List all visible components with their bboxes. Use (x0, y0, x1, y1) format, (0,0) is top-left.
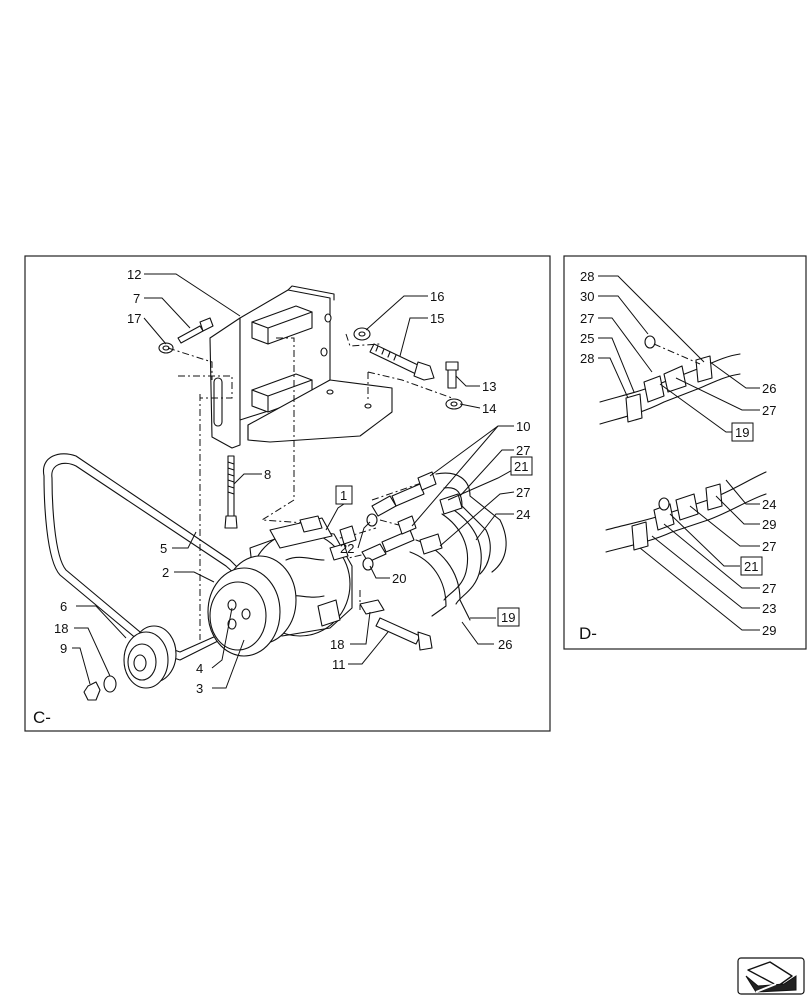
hoses-c (409, 472, 507, 621)
washer-16 (353, 327, 371, 341)
callout-20: 20 (392, 571, 406, 586)
reference-box-19-d[interactable]: 19 (731, 422, 754, 442)
callout-d-25: 25 (580, 331, 594, 346)
bolt-8 (224, 455, 238, 529)
svg-text:1: 1 (340, 488, 347, 503)
next-page-arrow-icon[interactable] (737, 957, 805, 995)
svg-text:19: 19 (735, 425, 749, 440)
clutch-pulley-2 (207, 555, 297, 657)
callout-16: 16 (430, 289, 444, 304)
svg-text:21: 21 (514, 459, 528, 474)
hose-assembly-lower (605, 471, 767, 553)
callouts-c: 12 7 17 16 15 13 14 10 27 27 24 8 5 2 22… (54, 267, 530, 696)
callout-d-27-lower-a: 27 (762, 539, 776, 554)
nut-9 (83, 681, 101, 701)
svg-text:19: 19 (501, 610, 515, 625)
leader-lines-c (72, 273, 517, 689)
callout-d-23: 23 (762, 601, 776, 616)
callout-3: 3 (196, 681, 203, 696)
callout-d-27-lower-b: 27 (762, 581, 776, 596)
panel-c-frame (24, 255, 551, 732)
callout-d-29-top: 29 (762, 517, 776, 532)
washer-18-left (103, 675, 117, 693)
callout-5: 5 (160, 541, 167, 556)
compressor-bracket (209, 285, 393, 449)
svg-text:21: 21 (744, 559, 758, 574)
callout-12: 12 (127, 267, 141, 282)
bolt-15 (369, 343, 435, 381)
callout-d-28-bottom: 28 (580, 351, 594, 366)
callout-d-30: 30 (580, 289, 594, 304)
reference-box-19-c[interactable]: 19 (497, 607, 520, 627)
shoulder-bolt-13 (445, 361, 459, 389)
panel-d-label: D- (579, 624, 597, 643)
reference-box-21-c[interactable]: 21 (510, 456, 533, 476)
leader-lines-d (598, 275, 760, 631)
callout-11: 11 (332, 657, 346, 672)
callout-14: 14 (482, 401, 496, 416)
callout-22: 22 (340, 541, 354, 556)
hose-fittings (359, 471, 437, 651)
pulley-6 (123, 625, 177, 689)
panel-c-label: C- (33, 708, 51, 727)
callout-2: 2 (162, 565, 169, 580)
callout-17: 17 (127, 311, 141, 326)
callout-d-26: 26 (762, 381, 776, 396)
callout-9: 9 (60, 641, 67, 656)
callout-d-27-top: 27 (580, 311, 594, 326)
callout-18-left: 18 (54, 621, 68, 636)
callout-d-29-bottom: 29 (762, 623, 776, 638)
callout-d-28-top: 28 (580, 269, 594, 284)
callout-7: 7 (133, 291, 140, 306)
callout-13: 13 (482, 379, 496, 394)
callouts-d: 28 30 27 25 28 26 27 24 29 27 27 23 29 (580, 269, 776, 638)
callout-27-lower: 27 (516, 485, 530, 500)
reference-box-1[interactable]: 1 (335, 485, 353, 505)
callout-27-upper: 27 (516, 443, 530, 458)
washer-17 (158, 342, 174, 354)
washer-14 (445, 398, 463, 410)
callout-26: 26 (498, 637, 512, 652)
callout-18-right: 18 (330, 637, 344, 652)
panel-d-frame (563, 255, 807, 650)
callout-6: 6 (60, 599, 67, 614)
callout-8: 8 (264, 467, 271, 482)
reference-box-21-d[interactable]: 21 (740, 556, 763, 576)
callout-10: 10 (516, 419, 530, 434)
hose-assembly-upper (599, 335, 741, 425)
callout-d-24: 24 (762, 497, 776, 512)
callout-4: 4 (196, 661, 203, 676)
callout-24: 24 (516, 507, 530, 522)
bolt-7 (177, 317, 214, 344)
callout-d-27-mid: 27 (762, 403, 776, 418)
callout-15: 15 (430, 311, 444, 326)
